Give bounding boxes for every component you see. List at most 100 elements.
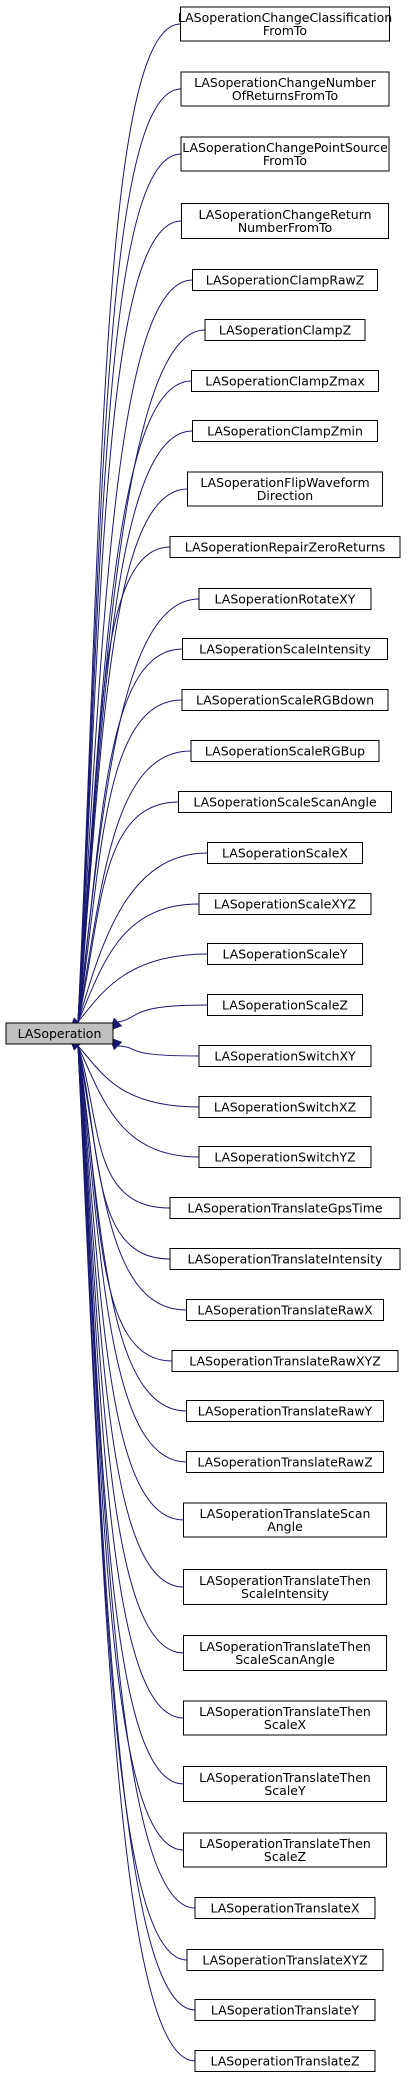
derived-class-box [194, 1897, 376, 1919]
derived-class-label: LASoperationTranslateRawXYZ [189, 1354, 381, 1369]
inheritance-edge [77, 852, 208, 1023]
derived-class-node-lasoperation-translate-intensity[interactable]: LASoperationTranslateIntensity [169, 1248, 401, 1270]
derived-class-label: LASoperationTranslateThen [199, 1770, 371, 1785]
derived-class-node-lasoperation-repair-zero-returns[interactable]: LASoperationRepairZeroReturns [169, 536, 401, 558]
derived-class-node-lasoperation-translate-x[interactable]: LASoperationTranslateX [194, 1897, 376, 1919]
derived-class-label: LASoperationScaleY [222, 947, 347, 962]
derived-class-node-lasoperation-scale-rgbdown[interactable]: LASoperationScaleRGBdown [181, 689, 389, 711]
inheritance-edge [117, 1045, 200, 1057]
derived-class-label: LASoperationTranslateY [211, 2003, 360, 2018]
inheritance-edge [77, 546, 171, 1023]
derived-class-label: LASoperationScaleScanAngle [193, 795, 377, 810]
inheritance-edge [77, 220, 182, 1023]
derived-class-label: LASoperationSwitchYZ [214, 1150, 355, 1165]
derived-class-node-lasoperation-scale-y[interactable]: LASoperationScaleY [207, 943, 363, 965]
derived-class-label: LASoperationScaleRGBdown [196, 693, 374, 708]
derived-class-node-lasoperation-scale-scan-angle[interactable]: LASoperationScaleScanAngle [178, 791, 392, 813]
derived-class-label: LASoperationClampZ [219, 323, 351, 338]
derived-class-box [186, 1949, 384, 1971]
derived-class-box [198, 588, 372, 610]
derived-class-node-lasoperation-switch-xz[interactable]: LASoperationSwitchXZ [198, 1096, 372, 1118]
derived-class-box [198, 1045, 372, 1067]
derived-class-node-lasoperation-translate-xyz[interactable]: LASoperationTranslateXYZ [186, 1949, 384, 1971]
derived-class-node-lasoperation-switch-yz[interactable]: LASoperationSwitchYZ [198, 1146, 372, 1168]
derived-class-box [207, 994, 363, 1016]
class-nodes: LASoperation LASoperationChangeClassifica… [5, 6, 401, 2072]
derived-class-node-lasoperation-translate-raw-xyz[interactable]: LASoperationTranslateRawXYZ [171, 1350, 399, 1372]
base-class-node[interactable]: LASoperation [5, 1022, 114, 1045]
derived-class-label: LASoperationChangePointSource [182, 140, 388, 155]
derived-class-label: LASoperationTranslateRawX [197, 1303, 373, 1318]
derived-class-box [183, 1569, 387, 1605]
derived-class-label: LASoperationTranslateX [210, 1901, 360, 1916]
derived-class-label: LASoperationClampRawZ [206, 273, 365, 288]
derived-class-node-lasoperation-translate-z[interactable]: LASoperationTranslateZ [194, 2050, 376, 2072]
derived-class-box [183, 1502, 387, 1538]
derived-class-label: LASoperationClampZmax [205, 374, 365, 389]
derived-class-label: LASoperationTranslateZ [210, 2054, 359, 2069]
derived-class-node-lasoperation-scale-intensity[interactable]: LASoperationScaleIntensity [182, 638, 388, 660]
derived-class-node-lasoperation-clamp-raw-z[interactable]: LASoperationClampRawZ [192, 269, 378, 291]
derived-class-node-lasoperation-scale-x[interactable]: LASoperationScaleX [207, 842, 363, 864]
derived-class-node-lasoperation-translate-raw-x[interactable]: LASoperationTranslateRawX [186, 1299, 384, 1321]
derived-class-label: LASoperationTranslateRawY [198, 1404, 373, 1419]
inheritance-edge [77, 1045, 184, 1851]
derived-class-label: LASoperationFlipWaveform [200, 475, 369, 490]
derived-class-box [194, 1999, 376, 2021]
derived-class-label: FromTo [263, 23, 307, 38]
derived-class-box [183, 1635, 387, 1671]
derived-class-box [181, 203, 389, 239]
derived-class-label: LASoperationTranslateScan [200, 1506, 371, 1521]
derived-class-label: ScaleScanAngle [235, 1652, 335, 1667]
derived-class-box [186, 1400, 384, 1422]
derived-class-label: LASoperationRepairZeroReturns [185, 540, 386, 555]
derived-class-label: LASoperationScaleXYZ [214, 897, 356, 912]
derived-class-box [183, 1832, 387, 1868]
derived-class-box [180, 6, 390, 42]
derived-class-box [171, 1350, 399, 1372]
derived-class-node-lasoperation-scale-xyz[interactable]: LASoperationScaleXYZ [198, 893, 372, 915]
derived-class-label: LASoperationSwitchXZ [214, 1100, 356, 1115]
derived-class-node-lasoperation-scale-rgbup[interactable]: LASoperationScaleRGBup [190, 740, 380, 762]
inheritance-edge [77, 699, 183, 1023]
derived-class-box [198, 1146, 372, 1168]
derived-class-box [169, 1248, 401, 1270]
derived-class-label: LASoperationTranslateRawZ [197, 1455, 372, 1470]
derived-class-node-lasoperation-translate-raw-z[interactable]: LASoperationTranslateRawZ [186, 1451, 384, 1473]
derived-class-node-lasoperation-translate-gps-time[interactable]: LASoperationTranslateGpsTime [169, 1197, 401, 1219]
derived-class-label: Direction [257, 488, 313, 503]
derived-class-box [198, 893, 372, 915]
derived-class-box [178, 791, 392, 813]
derived-class-node-lasoperation-scale-z[interactable]: LASoperationScaleZ [207, 994, 363, 1016]
derived-class-label: Angle [267, 1519, 303, 1534]
derived-class-node-lasoperation-clamp-zmin[interactable]: LASoperationClampZmin [192, 420, 378, 442]
inheritance-edge [77, 1045, 200, 1158]
inheritance-edge [77, 23, 181, 1023]
derived-class-box [192, 420, 378, 442]
derived-class-label: LASoperationScaleZ [222, 998, 348, 1013]
derived-class-node-lasoperation-translate-raw-y[interactable]: LASoperationTranslateRawY [186, 1400, 384, 1422]
derived-class-node-lasoperation-translate-y[interactable]: LASoperationTranslateY [194, 1999, 376, 2021]
inheritance-edge [77, 750, 192, 1023]
inheritance-edge [77, 1045, 187, 1311]
derived-class-box [169, 536, 401, 558]
derived-class-node-lasoperation-switch-xy[interactable]: LASoperationSwitchXY [198, 1045, 372, 1067]
base-class-box [5, 1022, 114, 1045]
derived-class-node-lasoperation-rotate-xy[interactable]: LASoperationRotateXY [198, 588, 372, 610]
derived-class-label: NumberFromTo [238, 220, 332, 235]
derived-class-node-lasoperation-clamp-z[interactable]: LASoperationClampZ [204, 319, 366, 341]
derived-class-node-lasoperation-clamp-zmax[interactable]: LASoperationClampZmax [191, 370, 379, 392]
derived-class-label: FromTo [263, 153, 307, 168]
